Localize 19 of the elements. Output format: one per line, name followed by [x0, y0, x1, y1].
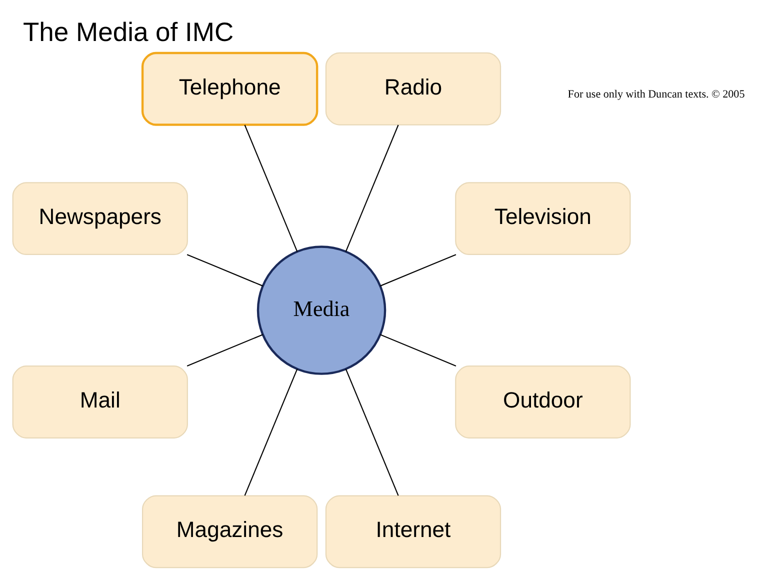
connector: [345, 124, 399, 252]
label: For use only with Duncan texts. © 2005: [568, 88, 745, 101]
connector: [380, 254, 456, 286]
node-box: Newspapers: [12, 182, 188, 256]
connector: [244, 368, 298, 496]
node-box: Radio: [325, 52, 502, 126]
node-box: Outdoor: [455, 366, 631, 438]
node-box: Television: [455, 182, 631, 256]
node-box: Magazines: [142, 495, 318, 568]
connector: [345, 368, 399, 496]
node-box: Telephone: [141, 52, 318, 126]
connector: [186, 334, 263, 366]
diagram-title: The Media of IMC: [22, 17, 234, 48]
connector: [380, 334, 456, 366]
connector: [244, 124, 298, 252]
node-box: Internet: [325, 495, 502, 568]
node-circle: Media: [256, 246, 386, 375]
node-box: Mail: [12, 366, 188, 438]
connector: [186, 254, 263, 286]
